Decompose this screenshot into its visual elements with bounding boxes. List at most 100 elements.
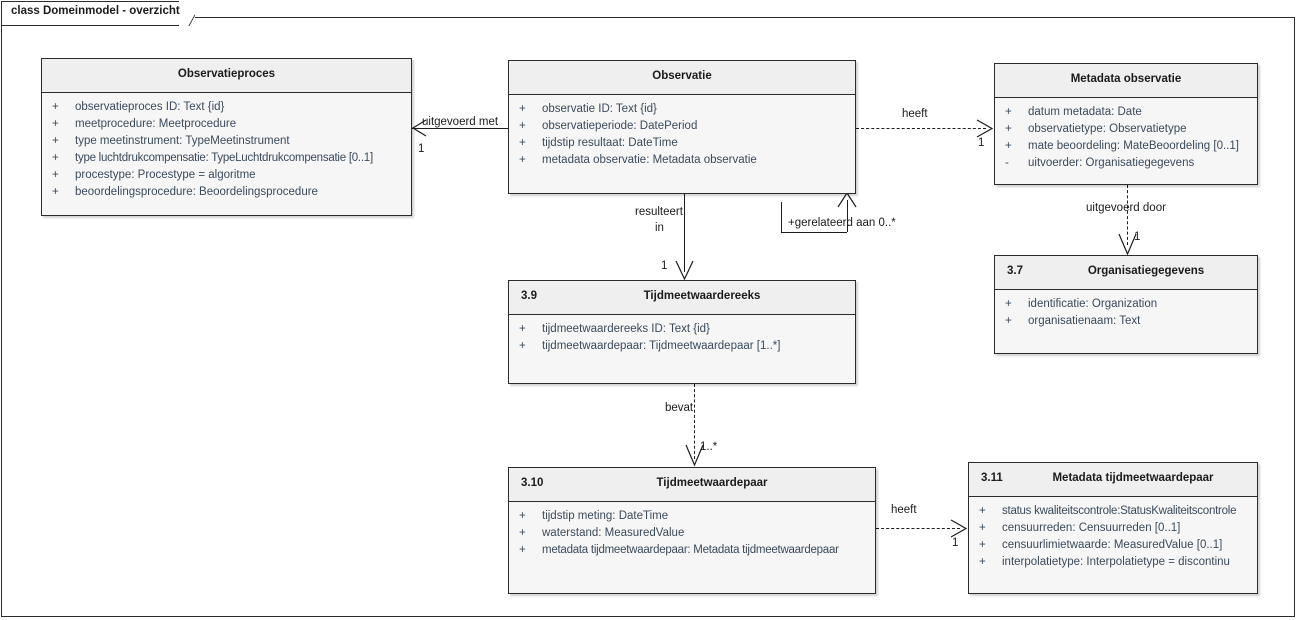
connector-uitgevoerd-met-line[interactable] [412,128,508,129]
connector-bevat-arrowhead [685,444,704,467]
connector-uitgevoerd-met-arrowhead [411,119,427,137]
attribute-signature: observatieproces ID: Text {id} [75,101,225,113]
attribute-signature: mate beoordeling: MateBeoordeling [0..1] [1028,140,1239,152]
attribute-visibility: + [519,323,526,335]
attribute-visibility: + [52,118,59,130]
attribute-row: + type meetinstrument: TypeMeetinstrumen… [42,133,411,150]
class-header-metadata-observatie: Metadata observatie [995,64,1257,98]
class-header-observatie: Observatie [509,61,855,95]
attribute-visibility: + [52,152,59,164]
attribute-row: + procestype: Procestype = algoritme [42,167,411,184]
connector-label-resulteert-in-line1: resulteert [635,206,683,218]
attribute-row: + censuurreden: Censuurreden [0..1] [969,520,1257,537]
attribute-row: + tijdstip resultaat: DateTime [509,135,855,152]
class-header-organisatiegegevens: 3.7 Organisatiegegevens [995,256,1257,290]
connector-uitgevoerd-door-arrowhead [1118,233,1137,256]
attribute-visibility: + [979,556,986,568]
attribute-signature: status kwaliteitscontrole:StatusKwalitei… [1002,505,1237,517]
attribute-row: + interpolatietype: Interpolatietype = d… [969,554,1257,571]
class-name-observatie: Observatie [652,70,712,82]
attribute-signature: beoordelingsprocedure: Beoordelingsproce… [75,186,318,198]
class-observatieproces[interactable]: Observatieproces + observatieproces ID: … [41,58,412,216]
connector-resulteert-in-line[interactable] [684,194,685,272]
attribute-row: + organisatienaam: Text [995,313,1257,330]
attribute-signature: observatie ID: Text {id} [542,103,657,115]
connector-label-uitgevoerd-door: uitgevoerd door [1086,202,1166,214]
attribute-row: - uitvoerder: Organisatiegegevens [995,155,1257,172]
attribute-signature: metadata observatie: Metadata observatie [542,154,757,166]
attribute-row: + observatieproces ID: Text {id} [42,99,411,116]
class-metadata-tijdmeetwaardepaar[interactable]: 3.11 Metadata tijdmeetwaardepaar + statu… [968,462,1258,594]
connector-resulteert-in-arrowhead [675,260,694,281]
class-name-tijdmeetwaardepaar: Tijdmeetwaardepaar [656,477,768,489]
class-number-metadata-tijdmeetwaardepaar: 3.11 [981,472,1003,484]
class-number-organisatiegegevens: 3.7 [1007,265,1023,277]
class-number-tijdmeetwaardepaar: 3.10 [521,477,544,489]
attribute-visibility: + [519,154,526,166]
connector-uitgevoerd-door-line[interactable] [1127,185,1128,245]
attribute-visibility: + [519,527,526,539]
class-attributes-observatieproces: + observatieproces ID: Text {id} + meetp… [42,93,411,215]
class-name-tijdmeetwaardereeks: Tijdmeetwaardereeks [643,290,761,302]
attribute-visibility: + [52,135,59,147]
attribute-row: + identificatie: Organization [995,296,1257,313]
attribute-row: + type luchtdrukcompensatie: TypeLuchtdr… [42,150,411,167]
connector-multiplicity-bevat: 1..* [700,441,718,453]
connector-multiplicity-uitgevoerd-met: 1 [418,143,425,155]
class-attributes-observatie: + observatie ID: Text {id} + observatiep… [509,95,855,193]
connector-gerelateerd-aan-right[interactable] [847,200,848,232]
attribute-visibility: + [1005,140,1012,152]
class-header-tijdmeetwaardepaar: 3.10 Tijdmeetwaardepaar [509,468,875,502]
attribute-row: + meetprocedure: Meetprocedure [42,116,411,133]
attribute-visibility: + [519,340,526,352]
connector-gerelateerd-aan-left[interactable] [781,202,782,232]
class-name-metadata-tijdmeetwaardepaar: Metadata tijdmeetwaardepaar [1052,472,1214,484]
attribute-visibility: + [1005,298,1012,310]
connector-multiplicity-heeft-observatie: 1 [978,137,985,149]
class-number-tijdmeetwaardereeks: 3.9 [521,290,537,302]
connector-label-bevat: bevat [665,402,694,414]
attribute-signature: censuurlimietwaarde: MeasuredValue [0..1… [1002,539,1223,551]
connector-heeft-tijdmeetwaardepaar-line[interactable] [876,528,960,529]
attribute-row: + tijdmeetwaardereeks ID: Text {id} [509,321,855,338]
class-observatie[interactable]: Observatie + observatie ID: Text {id} + … [508,60,856,194]
connector-multiplicity-uitgevoerd-door: 1 [1134,231,1141,243]
class-tijdmeetwaardereeks[interactable]: 3.9 Tijdmeetwaardereeks + tijdmeetwaarde… [508,280,856,384]
attribute-signature: uitvoerder: Organisatiegegevens [1028,157,1195,169]
diagram-frame-tab-body [1,1,179,26]
attribute-row: + observatieperiode: DatePeriod [509,118,855,135]
connector-multiplicity-resulteert-in: 1 [661,260,668,272]
class-header-observatieproces: Observatieproces [42,59,411,93]
connector-label-gerelateerd-aan: +gerelateerd aan 0..* [788,217,896,229]
connector-heeft-observatie-line[interactable] [856,128,986,129]
class-attributes-tijdmeetwaardepaar: + tijdstip meting: DateTime + waterstand… [509,502,875,593]
connector-bevat-line[interactable] [694,384,695,459]
attribute-visibility: + [979,522,986,534]
class-header-tijdmeetwaardereeks: 3.9 Tijdmeetwaardereeks [509,281,855,315]
connector-gerelateerd-aan-bottom[interactable] [781,232,847,233]
attribute-row: + status kwaliteitscontrole:StatusKwalit… [969,503,1257,520]
attribute-visibility: + [979,505,986,517]
attribute-visibility: + [52,169,59,181]
attribute-visibility: + [519,120,526,132]
class-organisatiegegevens[interactable]: 3.7 Organisatiegegevens + identificatie:… [994,255,1258,354]
attribute-row: + metadata observatie: Metadata observat… [509,152,855,169]
attribute-row: + metadata tijdmeetwaardepaar: Metadata … [509,542,875,559]
class-name-metadata-observatie: Metadata observatie [1070,73,1182,85]
attribute-signature: tijdmeetwaardereeks ID: Text {id} [542,323,710,335]
attribute-visibility: + [519,544,526,556]
class-metadata-observatie[interactable]: Metadata observatie + datum metadata: Da… [994,63,1258,185]
class-tijdmeetwaardepaar[interactable]: 3.10 Tijdmeetwaardepaar + tijdstip metin… [508,467,876,594]
attribute-row: + observatie ID: Text {id} [509,101,855,118]
attribute-signature: type luchtdrukcompensatie: TypeLuchtdruk… [75,152,373,164]
attribute-visibility: + [519,510,526,522]
attribute-signature: meetprocedure: Meetprocedure [75,118,237,130]
diagram-title: class Domeinmodel - overzicht [11,5,180,17]
attribute-visibility: + [52,186,59,198]
connector-label-uitgevoerd-met: uitgevoerd met [422,116,499,128]
connector-label-heeft-observatie: heeft [902,108,928,120]
attribute-row: + tijdmeetwaardepaar: Tijdmeetwaardepaar… [509,338,855,355]
attribute-row: + datum metadata: Date [995,104,1257,121]
attribute-visibility: + [1005,123,1012,135]
attribute-signature: tijdstip resultaat: DateTime [542,137,678,149]
